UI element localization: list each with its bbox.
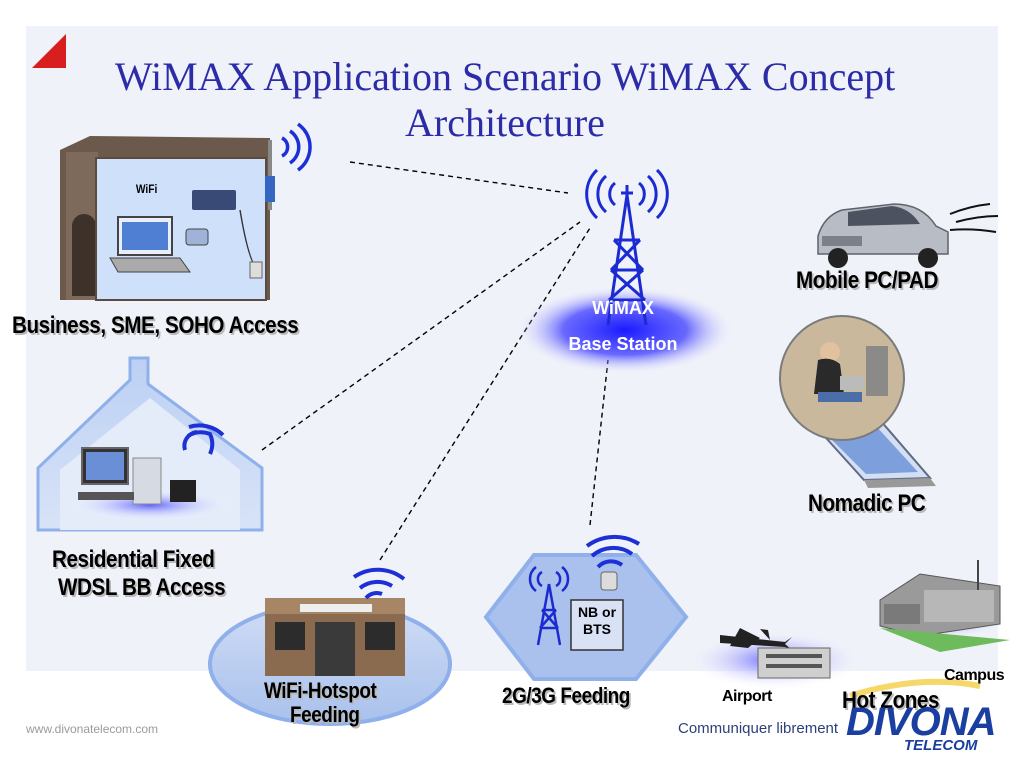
hot-zones-label: Hot Zones (842, 687, 940, 714)
page-title: WiMAX Application Scenario WiMAX Concept… (114, 54, 896, 145)
hotspot-wifi-waves-icon (352, 567, 406, 600)
hotspot-label-line2: Feeding (290, 702, 360, 727)
residential-label-line1: Residential Fixed (52, 546, 215, 573)
link-residential (261, 221, 581, 451)
storefront-icon (265, 598, 405, 676)
building-icon (60, 136, 275, 301)
base-station-glow (513, 285, 737, 375)
campus-building-icon (879, 560, 1010, 652)
mobile-pc-label: Mobile PC/PAD (796, 267, 938, 294)
business-wifi-waves-icon (281, 122, 312, 172)
base-station-label-line1: WiMAX (592, 298, 654, 318)
residential-label-line2: WDSL BB Access (58, 574, 226, 601)
feeding-2g3g-label: 2G/3G Feeding (502, 683, 630, 708)
wimax-tower-icon (606, 185, 648, 326)
bts-tower-icon (528, 566, 570, 646)
nb-bts-label-line2: BTS (583, 621, 611, 637)
house-icon (36, 356, 264, 532)
hotspot-label-line1: WiFi-Hotspot (264, 678, 377, 703)
campus-curve (849, 678, 981, 699)
connection-lines (261, 161, 609, 561)
nb-bts-label-line1: NB or (577, 604, 617, 620)
link-2g3g (589, 359, 609, 526)
motion-lines-icon (949, 203, 999, 233)
person-icon (814, 342, 888, 402)
bts-wifi-waves-icon (585, 534, 641, 569)
business-label: Business, SME, SOHO Access (12, 312, 299, 339)
nb-bts-label: NB or BTS (571, 604, 623, 638)
nb-bts-box (570, 599, 624, 651)
footer-tagline: Communiquer librement (678, 720, 839, 737)
corner-triangle-icon (32, 34, 66, 68)
base-station-label-line2: Base Station (568, 334, 678, 354)
link-business (349, 161, 569, 194)
bts-radio-icon (600, 571, 618, 591)
tower-wifi-waves-icon (585, 168, 669, 220)
nomadic-pc-label: Nomadic PC (808, 490, 926, 517)
divona-logo: DIVONA (846, 700, 997, 744)
wifi-tag-label: WiFi (135, 182, 158, 196)
car-icon (817, 203, 949, 268)
campus-label: Campus (944, 667, 1005, 684)
house-wifi-waves-icon (182, 423, 225, 455)
footer-url: www.divonatelecom.com (26, 722, 159, 736)
airport-label: Airport (722, 688, 772, 705)
link-hotspot (379, 227, 591, 561)
divona-logo-sub: TELECOM (904, 737, 978, 754)
terminal-building-icon (757, 647, 831, 679)
airplane-icon (720, 628, 792, 650)
